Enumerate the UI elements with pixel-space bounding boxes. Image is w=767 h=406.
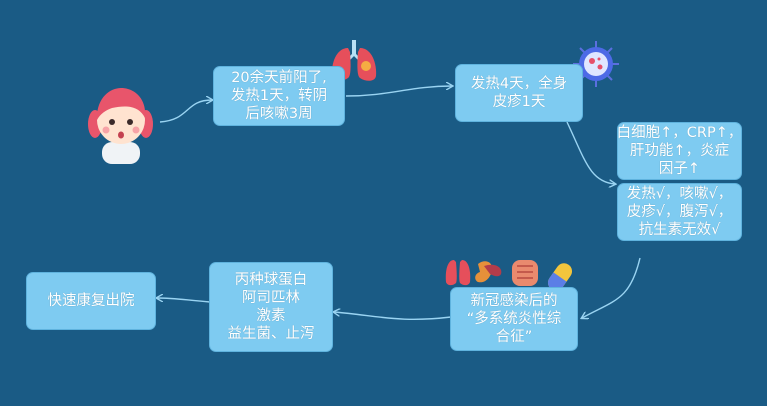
node-fever-rash: 发热4天，全身 皮疹1天 [455, 64, 583, 122]
node-diagnosis-line: “多系统炎性综 [466, 311, 562, 327]
pill-icon [547, 263, 573, 291]
node-labs-line: 白细胞↑，CRP↑， [616, 125, 743, 141]
arrow-infection-to-fever [345, 86, 452, 97]
arrow-girl-to-infection [159, 100, 212, 123]
node-treatment-line: 激素 [256, 308, 286, 324]
node-symptoms-line: 抗生素无效√ [638, 222, 721, 238]
node-treatment-line: 益生菌、止泻 [227, 326, 315, 342]
node-recovery: 快速康复出院 [26, 272, 156, 330]
node-infection-line: 后咳嗽3周 [245, 106, 313, 122]
node-labs-line: 因子↑ [658, 161, 701, 177]
node-infection-line: 发热1天，转阴 [230, 88, 328, 104]
node-recovery-line: 快速康复出院 [47, 293, 135, 309]
organs-icon [445, 260, 502, 286]
intestine-icon [512, 260, 538, 286]
node-symptoms-line: 皮疹√，腹泻√， [626, 204, 733, 220]
arrow-symptoms-to-diagnosis [582, 257, 641, 318]
arrow-fever-to-labs [566, 121, 615, 184]
node-fever-line: 皮疹1天 [492, 94, 546, 110]
arrow-treatment-to-recovery [157, 298, 211, 303]
girl-avatar-icon [88, 88, 153, 164]
node-lab-results: 白细胞↑，CRP↑， 肝功能↑，炎症 因子↑ [617, 122, 742, 180]
node-diagnosis-line: 合征” [495, 329, 533, 345]
virus-icon [573, 41, 619, 87]
node-diagnosis: 新冠感染后的 “多系统炎性综 合征” [450, 287, 578, 351]
node-fever-line: 发热4天，全身 [470, 76, 568, 92]
node-infection-line: 20余天前阳了, [231, 70, 327, 86]
node-symptoms: 发热√，咳嗽√， 皮疹√，腹泻√， 抗生素无效√ [617, 183, 742, 241]
node-labs-line: 肝功能↑，炎症 [629, 143, 730, 159]
node-treatment-line: 丙种球蛋白 [234, 272, 308, 288]
node-diagnosis-line: 新冠感染后的 [470, 293, 558, 309]
node-treatment-line: 阿司匹林 [242, 290, 300, 306]
arrow-diagnosis-to-treatment [334, 312, 452, 321]
node-symptoms-line: 发热√，咳嗽√， [626, 186, 733, 202]
node-infection: 20余天前阳了, 发热1天，转阴 后咳嗽3周 [213, 66, 345, 126]
node-treatment: 丙种球蛋白 阿司匹林 激素 益生菌、止泻 [209, 262, 333, 352]
lungs-icon [331, 40, 377, 81]
